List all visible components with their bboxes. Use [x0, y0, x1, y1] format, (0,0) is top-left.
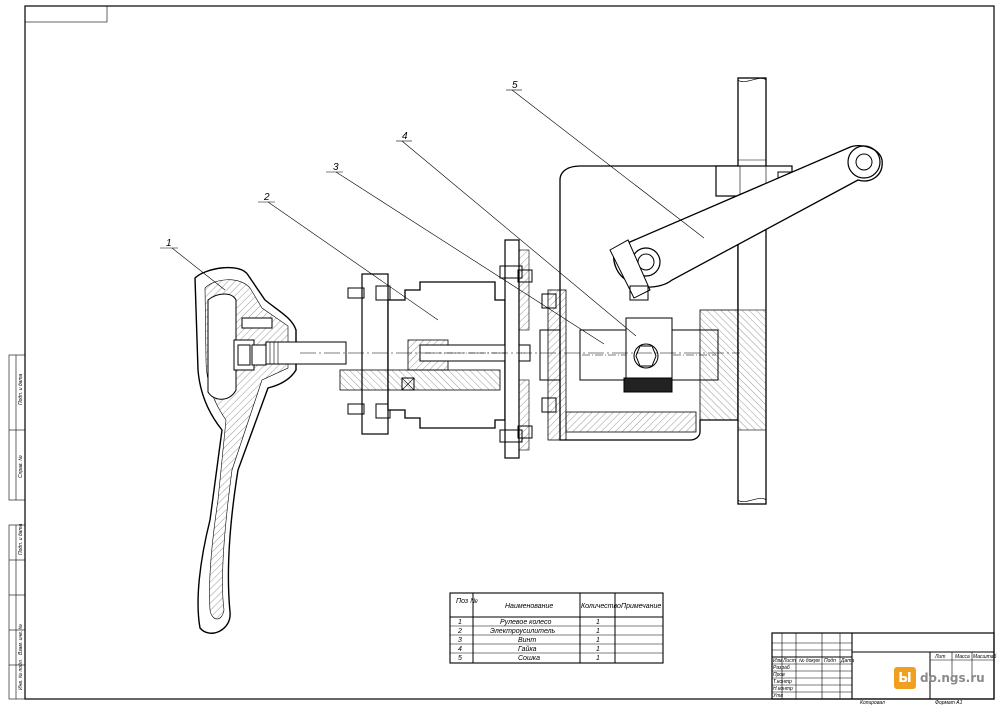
tb-list: Лист	[782, 658, 796, 664]
tb-tkontr: Т.контр	[773, 679, 792, 685]
tb-mass: Масса	[955, 654, 970, 660]
tb-copied: Копировал	[860, 700, 885, 706]
watermark-text: do.ngs.ru	[920, 671, 985, 685]
steering-wheel	[194, 266, 297, 634]
tb-razrab: Разраб	[773, 665, 790, 671]
power-steering-unit	[339, 273, 531, 435]
side-stamp-labels: Подп. и дата Инв. № подл. Взам. инв. № П…	[18, 373, 24, 690]
parts-table	[449, 592, 664, 664]
tb-lit: Лит	[934, 654, 945, 660]
side-stamp	[8, 354, 26, 700]
table-header-pos: Поз №	[456, 598, 478, 605]
site-watermark: Ы do.ngs.ru	[894, 664, 994, 692]
watermark-logo-icon: Ы	[894, 667, 916, 689]
row-2-name: Винт	[518, 637, 536, 644]
tb-data: Дата	[840, 658, 854, 664]
side-label-1: Инв. № подл.	[18, 659, 24, 690]
callout-2: 2	[263, 192, 270, 203]
nut	[625, 317, 673, 379]
table-header-note: Примечание	[621, 603, 661, 610]
tb-scale: Масштаб	[973, 654, 997, 660]
tb-podp: Подп	[824, 658, 836, 664]
leader-lines	[160, 89, 705, 345]
table-header-qty: Количество	[581, 603, 621, 610]
tb-prov: Пров	[773, 672, 785, 678]
title-block	[771, 632, 995, 700]
tb-utv: Утв	[773, 693, 783, 699]
title-block-labels: Изм Лист № докум Подп Дата Разраб Пров Т…	[773, 654, 997, 706]
table-rows: 1 Рулевое колесо 1 2 Электроусилитель 1 …	[457, 619, 600, 662]
row-0-pos: 1	[458, 619, 462, 626]
callout-1: 1	[166, 238, 172, 249]
tb-ndoc: № докум	[799, 658, 820, 664]
row-2-pos: 3	[458, 637, 462, 644]
side-label-0: Подп. и дата	[18, 373, 24, 405]
pitman-arm	[609, 145, 883, 301]
row-0-qty: 1	[596, 619, 600, 626]
tb-format: Формат А1	[935, 700, 963, 706]
side-label-3: Подп. и дата	[18, 523, 24, 555]
callout-4: 4	[402, 131, 408, 142]
row-3-pos: 4	[458, 646, 462, 653]
table-header-name: Наименование	[505, 603, 553, 610]
row-1-pos: 2	[457, 628, 462, 635]
row-4-qty: 1	[596, 655, 600, 662]
row-0-name: Рулевое колесо	[500, 619, 551, 626]
row-3-name: Гайка	[518, 645, 537, 653]
tb-nkontr: Н.контр	[773, 686, 793, 692]
row-1-qty: 1	[596, 628, 600, 635]
callout-5: 5	[512, 80, 518, 91]
tb-izm: Изм	[773, 658, 783, 664]
row-3-qty: 1	[596, 646, 600, 653]
row-1-name: Электроусилитель	[490, 628, 556, 635]
row-4-pos: 5	[458, 655, 462, 662]
side-label-4: Справ. №	[18, 455, 24, 478]
row-2-qty: 1	[596, 637, 600, 644]
drawing-frame	[24, 5, 995, 700]
vehicle-frame	[737, 77, 767, 505]
row-4-name: Сошка	[518, 655, 540, 662]
side-label-2: Взам. инв. №	[18, 623, 24, 655]
callout-3: 3	[333, 162, 339, 173]
